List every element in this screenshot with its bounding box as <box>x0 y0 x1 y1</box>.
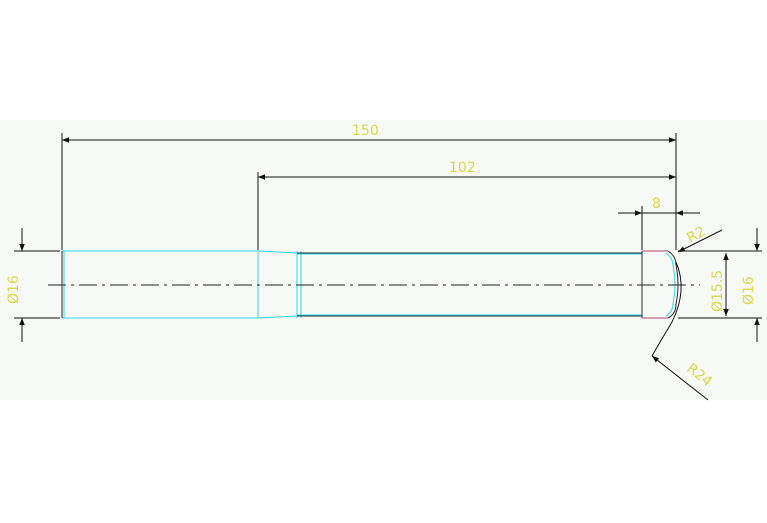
leader-r24 <box>651 355 709 401</box>
r24-arc <box>651 261 682 357</box>
dimension-8: 8 <box>618 196 700 250</box>
dim-label-102: 102 <box>449 160 476 176</box>
dim-label-dia-left: Ø16 <box>6 275 22 304</box>
step-top <box>257 250 298 254</box>
dim-label-dia-right: Ø16 <box>741 276 757 305</box>
dim-label-8: 8 <box>652 196 661 212</box>
dim-label-dia-inner: Ø15.5 <box>710 270 726 312</box>
leader-r2 <box>677 229 723 253</box>
radius-callout-small: R2 <box>677 224 723 253</box>
dimension-dia-left: Ø16 <box>6 228 60 342</box>
drawing-background <box>0 120 767 400</box>
radius-callout-large: R24 <box>651 261 716 401</box>
dim-label-r24: R24 <box>684 361 716 391</box>
dim-label-r2: R2 <box>684 224 708 247</box>
dimension-dia-inner: Ø15.5 <box>710 253 729 316</box>
step-bottom <box>257 315 298 319</box>
dimension-150: 150 <box>61 123 677 250</box>
dimension-102: 102 <box>257 160 676 250</box>
shaft-body <box>61 250 679 319</box>
dimension-dia-right: Ø16 <box>678 228 762 342</box>
dim-label-150: 150 <box>352 123 379 139</box>
